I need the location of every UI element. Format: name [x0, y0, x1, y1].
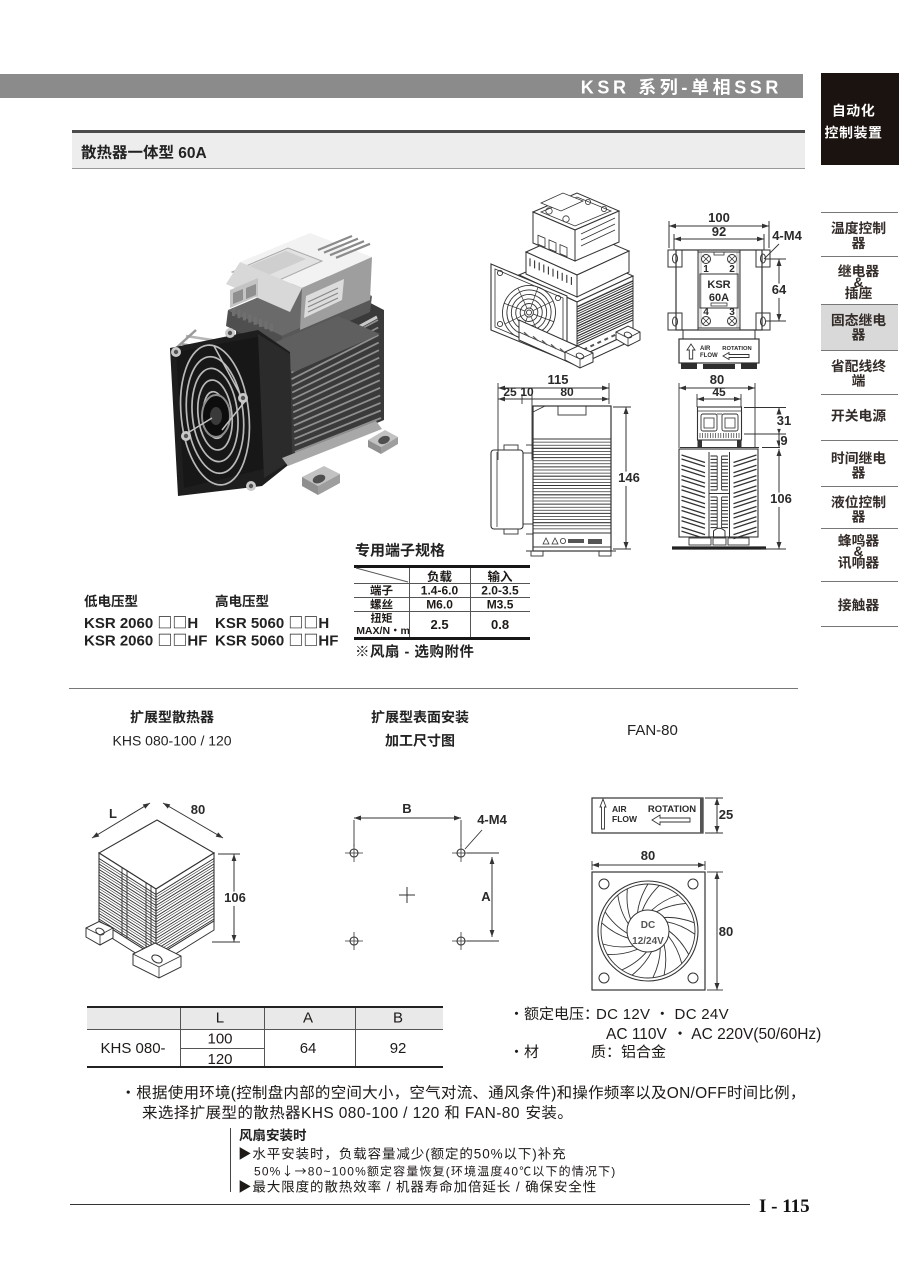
svg-text:MAX/N: MAX/N — [356, 625, 390, 637]
svg-text:106: 106 — [224, 890, 246, 905]
svg-text:2.0-3.5: 2.0-3.5 — [481, 584, 519, 598]
svg-text:I - 115: I - 115 — [759, 1196, 810, 1217]
svg-text:120: 120 — [208, 1051, 233, 1068]
svg-text:KSR 5060: KSR 5060 — [215, 615, 288, 632]
svg-text:50%: 50% — [474, 1147, 504, 1162]
svg-text:B: B — [402, 801, 411, 816]
svg-text:DC 24V: DC 24V — [670, 1006, 729, 1023]
svg-text:AIR: AIR — [612, 804, 627, 814]
svg-text:146: 146 — [618, 470, 640, 485]
svg-text:106: 106 — [770, 491, 792, 506]
svg-text:SSR: SSR — [734, 78, 782, 98]
svg-text:KSR 5060: KSR 5060 — [215, 633, 288, 650]
svg-text:): ) — [611, 1165, 616, 1179]
svg-text:10: 10 — [520, 385, 534, 399]
svg-text:/: / — [511, 1180, 525, 1195]
svg-text:80: 80 — [191, 802, 205, 817]
svg-text:4-M4: 4-M4 — [477, 812, 507, 827]
svg-text:9: 9 — [780, 433, 787, 448]
svg-text:L: L — [216, 1010, 224, 1027]
svg-text:FLOW: FLOW — [700, 353, 718, 359]
svg-text:FLOW: FLOW — [612, 814, 638, 824]
svg-text:80: 80 — [641, 848, 655, 863]
svg-text:-: - — [400, 645, 414, 661]
svg-text:92: 92 — [390, 1040, 407, 1057]
svg-text:): ) — [551, 1085, 556, 1102]
svg-text:M3.5: M3.5 — [487, 598, 514, 612]
svg-text:KSR 2060: KSR 2060 — [84, 615, 157, 632]
svg-text:ROTATION: ROTATION — [648, 804, 696, 815]
svg-text:m: m — [401, 625, 410, 637]
svg-text:A: A — [303, 1010, 313, 1027]
svg-text:60A: 60A — [174, 145, 207, 162]
svg-text:&: & — [854, 275, 864, 290]
svg-text:(: ( — [231, 1085, 237, 1102]
svg-text:AIR: AIR — [700, 346, 711, 352]
svg-text:92: 92 — [712, 224, 726, 239]
svg-text:12/24V: 12/24V — [632, 936, 664, 947]
svg-text:&: & — [854, 544, 864, 559]
svg-text:1: 1 — [703, 264, 709, 275]
svg-text:HF: HF — [318, 633, 338, 650]
svg-text:FAN-80: FAN-80 — [627, 722, 678, 739]
svg-text:FAN-80: FAN-80 — [460, 1105, 524, 1122]
svg-text:2: 2 — [729, 264, 735, 275]
svg-text:KHS 080-100 / 120: KHS 080-100 / 120 — [301, 1105, 444, 1122]
svg-text:45: 45 — [712, 385, 726, 399]
svg-text:M6.0: M6.0 — [426, 598, 453, 612]
svg-text:/: / — [382, 1180, 396, 1195]
svg-text:2.5: 2.5 — [431, 617, 449, 632]
svg-text:50%: 50% — [254, 1165, 281, 1179]
svg-text:1.4-6.0: 1.4-6.0 — [421, 584, 459, 598]
svg-text:31: 31 — [777, 413, 791, 428]
svg-text:80~100%: 80~100% — [308, 1165, 367, 1179]
svg-text:100: 100 — [208, 1031, 233, 1048]
svg-text:3: 3 — [729, 307, 735, 318]
svg-text:60A: 60A — [709, 292, 729, 304]
svg-text:H: H — [318, 615, 329, 632]
svg-text:(: ( — [446, 1165, 451, 1179]
svg-text:KSR: KSR — [581, 78, 638, 98]
svg-text:DC: DC — [641, 920, 655, 931]
svg-text:H: H — [187, 615, 198, 632]
svg-text:KHS 080-100 / 120: KHS 080-100 / 120 — [113, 733, 232, 749]
svg-text:(: ( — [425, 1147, 430, 1162]
svg-text:25: 25 — [719, 807, 733, 822]
svg-text:80: 80 — [710, 372, 724, 387]
svg-text:): ) — [532, 1147, 537, 1162]
svg-text:A: A — [481, 889, 491, 904]
svg-text:64: 64 — [772, 282, 787, 297]
svg-text:-: - — [681, 78, 691, 98]
svg-text:AC 110V: AC 110V — [606, 1026, 671, 1043]
svg-text:KHS 080-: KHS 080- — [101, 1040, 166, 1057]
svg-text:KSR 2060: KSR 2060 — [84, 633, 157, 650]
svg-text:KSR: KSR — [707, 279, 730, 291]
svg-text:80: 80 — [719, 924, 733, 939]
svg-text:4: 4 — [703, 307, 709, 318]
svg-text:L: L — [109, 806, 117, 821]
svg-text:100: 100 — [708, 210, 730, 225]
svg-text:25: 25 — [503, 385, 517, 399]
svg-text:ON/OFF: ON/OFF — [667, 1085, 727, 1102]
svg-text:B: B — [393, 1010, 403, 1027]
svg-text:4-M4: 4-M4 — [772, 228, 802, 243]
svg-text:80: 80 — [560, 385, 574, 399]
svg-text:64: 64 — [300, 1040, 317, 1057]
svg-text:ROTATION: ROTATION — [722, 346, 751, 352]
svg-text:AC 220V(50/60Hz): AC 220V(50/60Hz) — [688, 1026, 822, 1043]
svg-text:40: 40 — [504, 1165, 520, 1179]
svg-text:HF: HF — [187, 633, 207, 650]
svg-text:DC 12V: DC 12V — [596, 1006, 655, 1023]
svg-text:115: 115 — [548, 372, 569, 387]
svg-text:0.8: 0.8 — [491, 617, 509, 632]
